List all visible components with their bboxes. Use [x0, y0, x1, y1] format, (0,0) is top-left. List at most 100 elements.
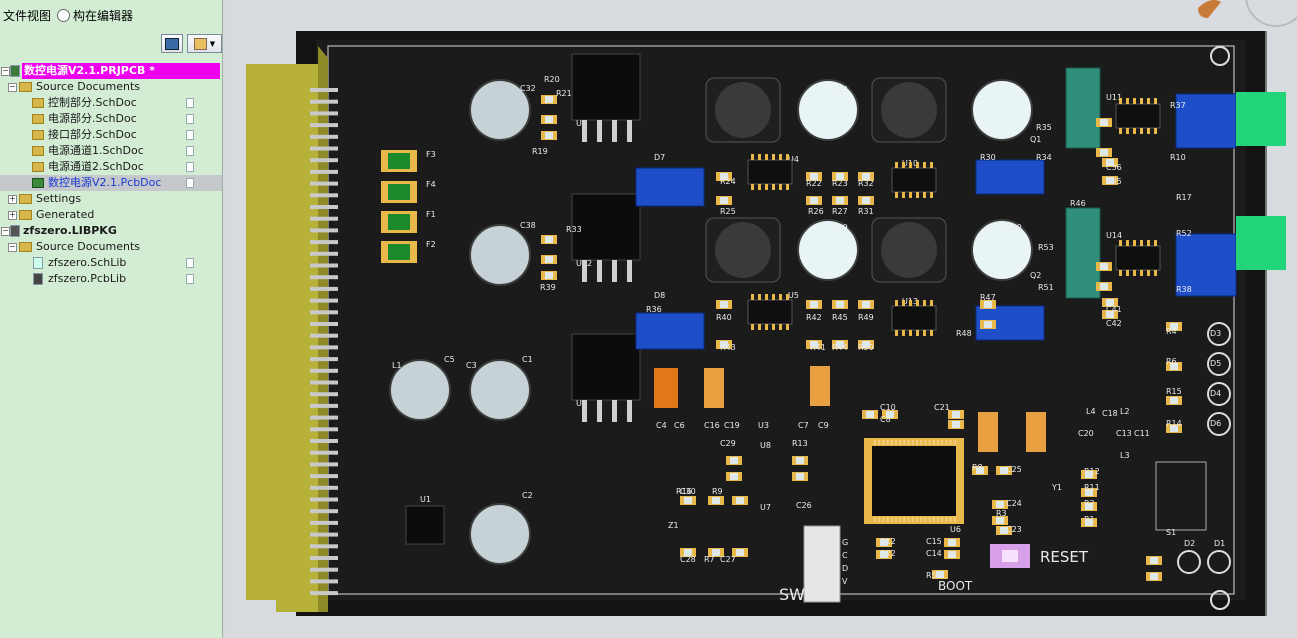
ic-pin	[772, 324, 775, 330]
collapse-icon[interactable]: −	[8, 82, 17, 92]
orbit-gizmo[interactable]	[1245, 0, 1297, 27]
pcb-3d-viewport[interactable]: F3 F4 F1 F2 C32 C38 C5 C3 C1 C2	[236, 0, 1297, 638]
edge-finger-pin	[310, 111, 338, 116]
ic-pin	[1147, 240, 1150, 246]
dip-switch[interactable]	[1155, 461, 1207, 531]
ic-pin	[779, 324, 782, 330]
edge-finger-pin	[310, 345, 338, 350]
led	[1177, 550, 1201, 574]
regulator-pin	[582, 120, 587, 142]
silk-label: Z1	[668, 521, 679, 530]
silk-label: U5	[788, 291, 799, 300]
mcu-pin	[937, 517, 939, 522]
edge-finger-pin	[310, 240, 338, 245]
workspace-button[interactable]	[161, 34, 183, 53]
smd-part	[1150, 573, 1158, 580]
resistor-label: R4	[1166, 327, 1177, 336]
tab-struct-editor[interactable]: 构在编辑器	[57, 7, 133, 24]
tantalum-cap	[654, 368, 678, 408]
radio-icon[interactable]	[57, 9, 70, 22]
edge-finger-pin	[310, 275, 338, 280]
doc-label: 电源通道1.SchDoc	[48, 144, 144, 157]
mcu-pin	[874, 440, 876, 445]
ic-pin	[786, 154, 789, 160]
tree-item-settings[interactable]: + Settings	[0, 191, 222, 207]
power-switch[interactable]	[803, 525, 841, 603]
collapse-icon[interactable]: −	[1, 226, 10, 236]
smd-part	[712, 549, 720, 556]
resistor-label: R20	[544, 75, 560, 84]
smd-part	[1170, 425, 1178, 432]
tree-item-doc[interactable]: 控制部分.SchDoc	[0, 95, 222, 111]
resistor-label: R43	[720, 343, 736, 352]
tree-item-schlib[interactable]: zfszero.SchLib	[0, 255, 222, 271]
tree-item-pcbdoc[interactable]: 数控电源V2.1.PcbDoc	[0, 175, 222, 191]
smd-part	[862, 341, 870, 348]
smd-part	[684, 549, 692, 556]
tree-item-doc[interactable]: 电源通道2.SchDoc	[0, 159, 222, 175]
capacitor-label: C41	[1106, 305, 1122, 314]
tree-item-pcblib[interactable]: zfszero.PcbLib	[0, 271, 222, 287]
capacitor-label: C16	[704, 421, 720, 430]
document-icon	[186, 258, 194, 268]
capacitor-label: C28	[680, 555, 696, 564]
schematic-icon	[32, 98, 44, 108]
mount-hole	[1210, 46, 1230, 66]
projects-panel: 文件视图 构在编辑器 ▼ − 数控电源V2.1.PRJPCB * − Sourc…	[0, 0, 223, 638]
tree-item-doc[interactable]: 接口部分.SchDoc	[0, 127, 222, 143]
smd-part	[730, 473, 738, 480]
tree-item-project[interactable]: − 数控电源V2.1.PRJPCB *	[0, 63, 222, 79]
mcu-pin	[911, 440, 914, 445]
smd-part	[936, 571, 944, 578]
silk-label: L1	[392, 361, 402, 370]
mcu-pin	[882, 440, 885, 445]
silk-label: D2	[1184, 539, 1195, 548]
collapse-icon[interactable]: −	[8, 242, 17, 252]
ic-body	[747, 299, 793, 325]
regulator-pin	[627, 260, 632, 282]
resistor-label: R17	[1176, 193, 1192, 202]
workspace-icon	[165, 37, 179, 50]
resistor-label: R7	[704, 555, 715, 564]
project-name: 数控电源V2.1.PRJPCB *	[22, 63, 220, 79]
resistor-label: R50	[858, 343, 874, 352]
ic-pin	[1119, 98, 1122, 104]
resistor-label: R22	[806, 179, 822, 188]
edge-finger-pin	[310, 497, 338, 502]
smd-part	[796, 457, 804, 464]
reset-button-cap[interactable]	[1002, 550, 1018, 562]
doc-label: 电源部分.SchDoc	[48, 112, 137, 125]
resistor-label: R44	[832, 343, 848, 352]
edge-finger-pin	[310, 99, 338, 104]
mcu-pin	[916, 517, 918, 522]
edge-finger-pin	[310, 380, 338, 385]
smd-part	[545, 116, 553, 123]
smd-part	[545, 272, 553, 279]
silk-label: L4	[1086, 407, 1096, 416]
tree-item-doc[interactable]: 电源通道1.SchDoc	[0, 143, 222, 159]
project-menu-button[interactable]: ▼	[187, 34, 222, 53]
mcu-pin	[903, 517, 906, 522]
tree-item-generated[interactable]: + Generated	[0, 207, 222, 223]
tantalum-cap	[978, 412, 998, 452]
tab-file-view[interactable]: 文件视图	[3, 9, 52, 23]
resistor-label: R9	[712, 487, 723, 496]
expand-icon[interactable]: +	[8, 210, 17, 220]
tree-item-lib-source-documents[interactable]: − Source Documents	[0, 239, 222, 255]
pcb-board-render[interactable]: F3 F4 F1 F2 C32 C38 C5 C3 C1 C2	[236, 0, 1297, 638]
smd-part	[948, 539, 956, 546]
smd-part	[952, 411, 960, 418]
tree-item-doc[interactable]: 电源部分.SchDoc	[0, 111, 222, 127]
smd-part	[1085, 489, 1093, 496]
mcu-pin	[949, 440, 952, 445]
expand-icon[interactable]: +	[8, 194, 17, 204]
mcu-pin	[953, 517, 956, 522]
ic-pin	[1140, 98, 1143, 104]
gizmo-handle[interactable]	[1198, 0, 1221, 18]
collapse-icon[interactable]: −	[1, 66, 10, 76]
silk-label: V	[842, 577, 848, 586]
folder-label: Source Documents	[36, 240, 140, 253]
tree-item-source-documents[interactable]: − Source Documents	[0, 79, 222, 95]
tree-item-libpkg[interactable]: − zfszero.LIBPKG	[0, 223, 222, 239]
ic-pin	[1119, 270, 1122, 276]
